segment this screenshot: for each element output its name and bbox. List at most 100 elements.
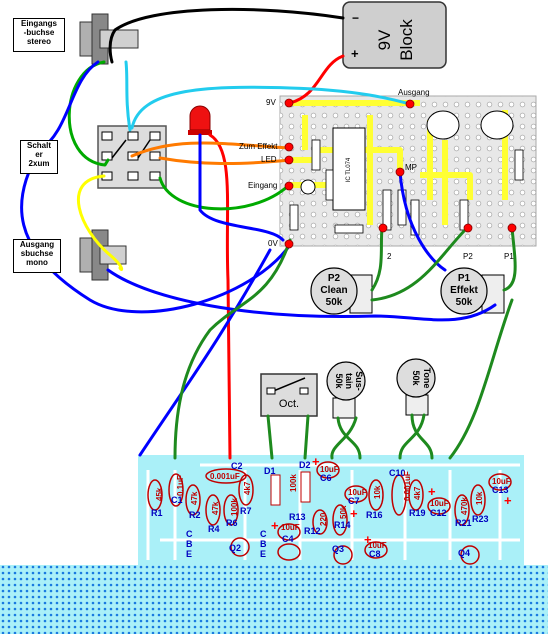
battery-9v: 9V Block − +: [342, 1, 447, 69]
ic-label: IC TL074: [346, 157, 352, 182]
pcb-plus-mark: +: [364, 532, 372, 547]
pot-p1-effekt: [440, 267, 505, 315]
pcb-cbe-e2: E: [260, 549, 266, 559]
pcb-ref-d1: D1: [264, 466, 276, 476]
pot-tone-label-line2: 50k: [411, 370, 421, 386]
pot-sustain: [326, 361, 366, 419]
pcb-cbe-c2: C: [260, 529, 267, 539]
octave-switch: Oct.: [260, 373, 318, 417]
pot-p1-label: P1 Effekt 50k: [442, 273, 486, 309]
pot-sustain-label: Sus- tain 50k: [334, 363, 364, 399]
pin-label-0v: 0V: [268, 239, 278, 248]
pot-p2-clean: [310, 267, 373, 315]
pcb-val-c8: 10uF: [368, 541, 387, 550]
output-jack-label: Ausgang sbuchse mono: [13, 239, 61, 273]
pcb-ref-c13: C13: [492, 485, 509, 495]
pcb-val-c4: 10uF: [281, 523, 300, 532]
pcb-ref-c8: C8: [369, 549, 381, 559]
pcb-ref-r2: R2: [189, 510, 201, 520]
pin-label-zum-effekt: Zum Effekt: [239, 142, 278, 151]
battery-plus-sign: +: [351, 46, 359, 61]
pcb-ref-d2: D2: [299, 460, 311, 470]
pcb-val-r7: 4k7: [243, 481, 252, 495]
pcb-ref-r19: R19: [409, 508, 426, 518]
pcb-val-r12: 220: [319, 512, 328, 526]
pcb-ref-r16: R16: [366, 510, 383, 520]
pcb-ref-r7: R7: [240, 506, 252, 516]
pcb-ref-r1: R1: [151, 508, 163, 518]
pcb-ref-r4: R4: [208, 524, 220, 534]
input-jack-label-line3: stereo: [26, 37, 51, 46]
pcb-val-c10: 0.001uF: [403, 471, 412, 501]
pcb-val-r16: 10k: [373, 485, 382, 499]
pin-label-mp: MP: [405, 163, 417, 172]
led: [188, 105, 212, 135]
output-jack-label-line2: sbuchse: [20, 249, 54, 258]
pcb-val-r6: 100k: [230, 498, 239, 516]
pcb-val-c1: 0.1uF: [176, 475, 185, 496]
switch-label-line1: Schalt: [26, 141, 51, 150]
pin-label-eingang: Eingang: [248, 181, 278, 190]
pcb-board: [0, 455, 548, 634]
output-jack-label-line3: mono: [26, 258, 48, 267]
pot-tone-label: Tone 50k: [410, 360, 432, 396]
pcb-val-r19: 4k7: [413, 486, 422, 500]
pcb-val-c12: 10uF: [430, 499, 449, 508]
pcb-ref-c6: C6: [320, 473, 332, 483]
pcb-ref-r13: R13: [289, 512, 306, 522]
pcb-ref-r23: R23: [472, 514, 489, 524]
pot-p2-label-line2: Clean: [320, 285, 348, 296]
input-jack: [79, 13, 139, 65]
pcb-val-r21: 470k: [460, 497, 469, 515]
switch-label-line2: er: [35, 150, 43, 159]
pot-tone: [396, 358, 436, 416]
octave-switch-label: Oct.: [279, 398, 299, 410]
pcb-ref-r14: R14: [334, 520, 351, 530]
pot-tone-label-line1: Tone: [422, 367, 432, 389]
pcb-ref-r6: R6: [226, 518, 238, 528]
pcb-ref-c10: C10: [389, 468, 406, 478]
pcb-cbe-b: B: [186, 539, 193, 549]
pot-sustain-label-line1: Sus-: [354, 371, 364, 391]
switch-label-line3: 2xum: [28, 159, 50, 168]
output-jack-label-line1: Ausgang: [19, 240, 55, 249]
pcb-ref-c12: C12: [430, 508, 447, 518]
pcb-val-c6: 10uF: [320, 465, 339, 474]
stripboard: IC TL074: [279, 95, 537, 247]
pin-label-p2: P2: [463, 252, 473, 261]
pcb-ref-c4: C4: [282, 534, 294, 544]
pcb-plus-mark: +: [312, 454, 320, 469]
pcb-cbe-e: E: [186, 549, 192, 559]
pin-label-led: LED: [261, 155, 277, 164]
pcb-ref-q4: Q4: [458, 548, 470, 558]
pin-label-p1: P1: [504, 252, 514, 261]
pcb-ref-r12: R12: [304, 526, 321, 536]
pin-label-2: 2: [387, 252, 392, 261]
pcb-plus-mark: +: [428, 484, 436, 499]
pcb-plus-mark: +: [504, 493, 512, 508]
battery-label-line2: Block: [397, 19, 416, 61]
pcb-val-r1: 45k: [155, 487, 164, 501]
pcb-labels: R1 45k C1 0.1uF R2 47k C2 0.001uF R4 47k…: [151, 454, 512, 559]
pcb-ref-c1: C1: [171, 495, 183, 505]
input-jack-label-line1: Eingangs: [20, 19, 57, 28]
pcb-cbe-b2: B: [260, 539, 267, 549]
pcb-ref-q3: Q3: [332, 544, 344, 554]
pot-sustain-label-line2: tain: [344, 372, 354, 389]
battery-minus-sign: −: [352, 11, 359, 25]
pot-p1-label-line2: Effekt: [450, 285, 478, 296]
pot-p1-label-line1: P1: [457, 273, 471, 284]
pin-label-ausgang: Ausgang: [398, 88, 430, 97]
input-jack-label: Eingangs -buchse stereo: [13, 18, 65, 52]
pcb-val-c7: 10uF: [348, 488, 367, 497]
battery-label-line1: 9V: [375, 29, 394, 50]
pcb-ref-r21: R21: [455, 518, 472, 528]
board-pin-dots: [284, 98, 517, 249]
pcb-val-r14: 50k: [339, 505, 348, 519]
pcb-val-r13: 100k: [289, 474, 298, 492]
pcb-val-r4: 47k: [211, 501, 220, 515]
pcb-val-c13: 10uF: [492, 477, 511, 486]
pot-sustain-label-line3: 50k: [334, 373, 344, 389]
